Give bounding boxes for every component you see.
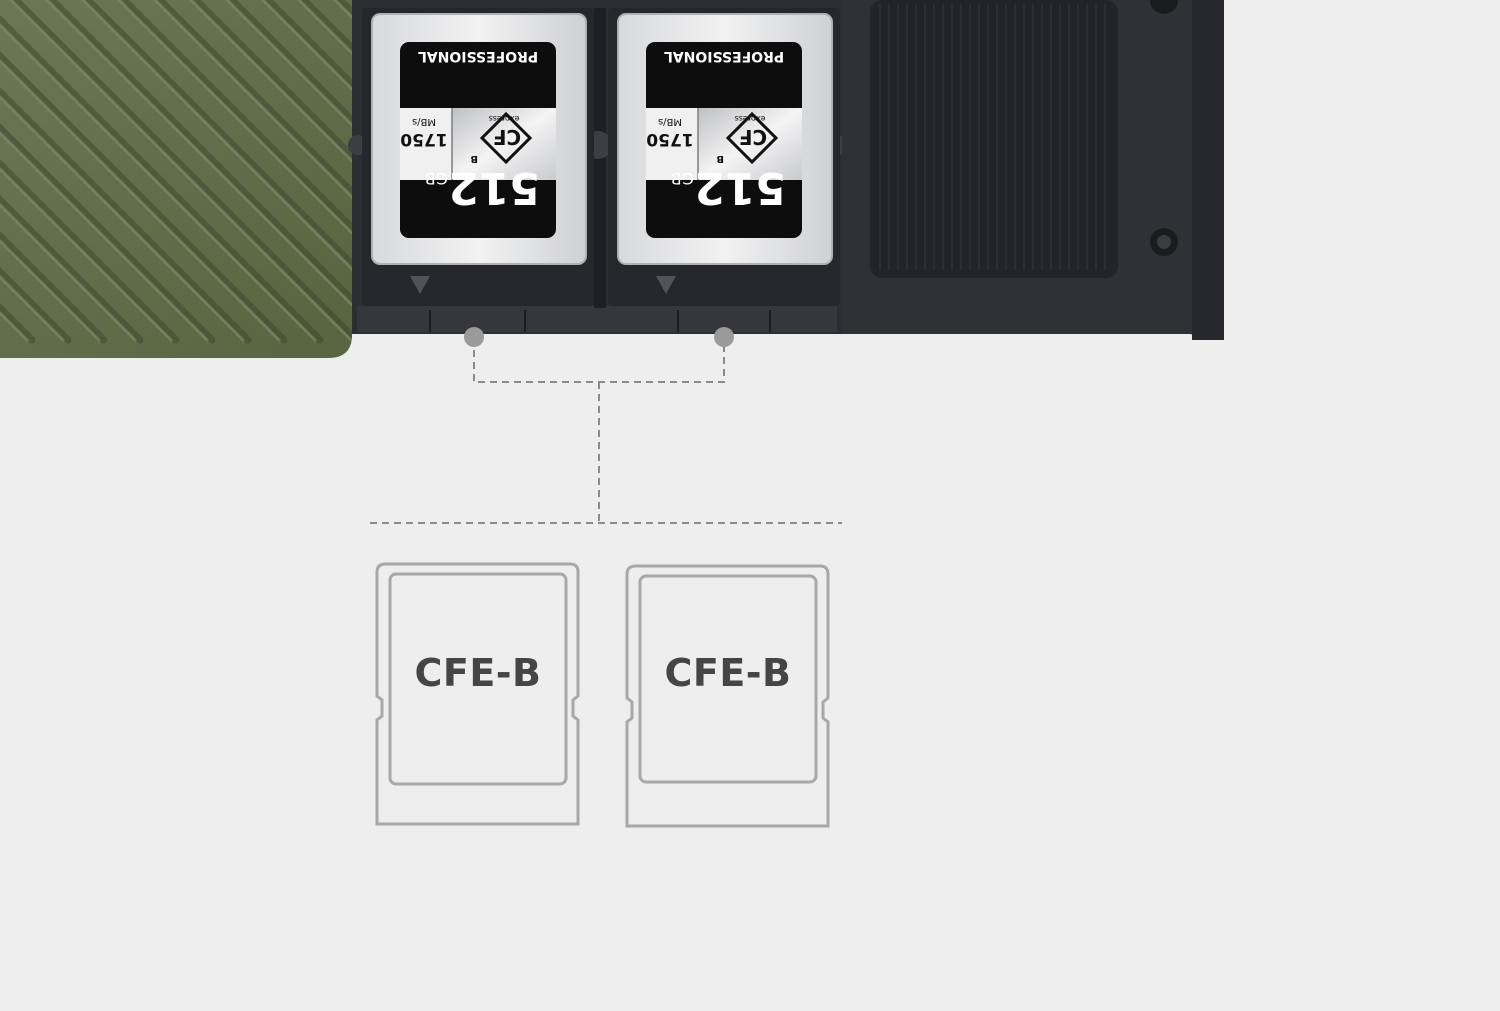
card-speed: 1750 [646,129,693,149]
cf-logo-type: B [716,153,724,164]
cf-logo-type: B [470,153,478,164]
cfe-b-label-2: CFE-B [664,651,792,695]
card-slot-1: PROFESSIONAL 512 GB 1750 MB/s CF express… [362,8,594,306]
cf-logo-subtext: express [735,114,766,123]
card-speed-unit: MB/s [658,116,682,127]
card-slot-2: PROFESSIONAL 512 GB 1750 MB/s CF express… [608,8,840,306]
cfe-b-outline-2 [625,564,830,828]
card-brand: PROFESSIONAL [418,48,538,64]
card-speed: 1750 [400,129,447,149]
card-capacity: 512 [448,162,540,213]
card-brand: PROFESSIONAL [664,48,784,64]
cfe-b-outline-1 [375,562,580,826]
device-side-panel [842,0,1224,340]
card-speed-unit: MB/s [412,116,436,127]
cfe-b-label-1: CFE-B [414,651,542,695]
card-capacity: 512 [694,162,786,213]
cf-logo-text: CF [739,125,767,149]
cf-logo-subtext: express [489,114,520,123]
cfexpress-logo-icon: CF express B [470,111,533,165]
cfexpress-logo-icon: CF express B [716,111,779,165]
card-capacity-unit: GB [425,169,448,188]
card-capacity-unit: GB [671,169,694,188]
callout-dot-1 [464,327,484,347]
callout-connector [370,338,842,524]
device-body-green [0,0,352,358]
callout-dot-2 [714,327,734,347]
cf-logo-text: CF [493,125,521,149]
